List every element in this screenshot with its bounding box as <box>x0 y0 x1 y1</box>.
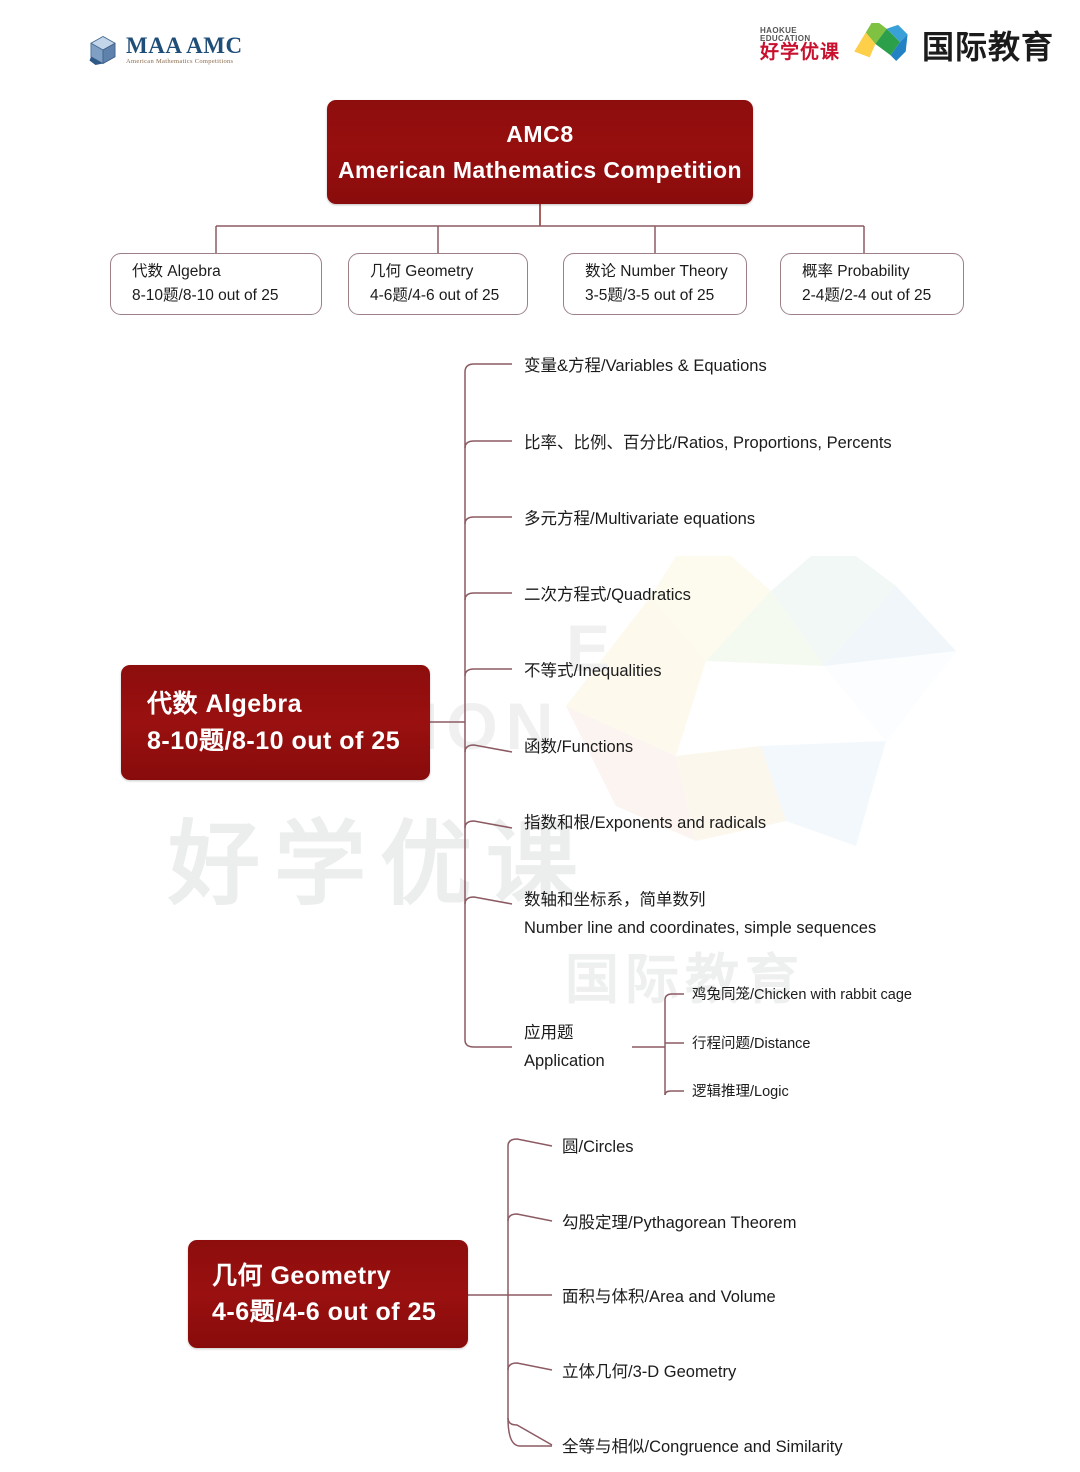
algebra-topic-application[interactable]: 应用题 Application <box>524 1019 605 1076</box>
maa-amc-subtitle: American Mathematics Competitions <box>126 58 234 65</box>
branch-node-count: 8-10题/8-10 out of 25 <box>147 726 401 755</box>
geometry-topic-area-and-volume[interactable]: 面积与体积/Area and Volume <box>562 1288 776 1306</box>
category-title: 代数 Algebra <box>132 262 221 280</box>
haokue-education-logo: HAOKUE EDUCATION 好学优课 国际教育 <box>760 22 1054 68</box>
maa-amc-wordmark: MAA AMC American Mathematics Competition… <box>126 34 243 66</box>
haokue-cn-suffix: 国际教育 <box>921 28 1054 66</box>
algebra-topic-ratios-proportions-percents[interactable]: 比率、比例、百分比/Ratios, Proportions, Percents <box>524 434 892 452</box>
algebra-topic-quadratics[interactable]: 二次方程式/Quadratics <box>524 586 691 604</box>
maa-polyhedron-icon <box>89 35 116 65</box>
category-count: 4-6题/4-6 out of 25 <box>370 287 500 304</box>
geometry-topic-circles[interactable]: 圆/Circles <box>562 1138 634 1156</box>
algebra-application-cn: 应用题 <box>524 1024 574 1042</box>
geometry-topic-pythagorean-theorem[interactable]: 勾股定理/Pythagorean Theorem <box>562 1214 797 1232</box>
algebra-topic-functions[interactable]: 函数/Functions <box>524 738 634 756</box>
branch-node-geometry[interactable]: 几何 Geometry 4-6题/4-6 out of 25 <box>188 1240 468 1348</box>
category-title: 数论 Number Theory <box>585 262 728 280</box>
haokue-wordmark: HAOKUE EDUCATION 好学优课 <box>759 25 840 64</box>
root-subtitle: American Mathematics Competition <box>338 156 742 183</box>
algebra-topic-number-line-en: Number line and coordinates, simple sequ… <box>524 919 877 938</box>
branch-node-count: 4-6题/4-6 out of 25 <box>212 1298 437 1326</box>
algebra-topic-multivariate-equations[interactable]: 多元方程/Multivariate equations <box>524 510 756 528</box>
category-box-number-theory[interactable]: 数论 Number Theory 3-5题/3-5 out of 25 <box>563 253 747 315</box>
algebra-application-en: Application <box>524 1052 605 1071</box>
application-subtopic-distance[interactable]: 行程问题/Distance <box>692 1036 811 1052</box>
branch-node-algebra[interactable]: 代数 Algebra 8-10题/8-10 out of 25 <box>121 665 430 780</box>
category-box-algebra[interactable]: 代数 Algebra 8-10题/8-10 out of 25 <box>110 253 322 315</box>
category-title: 几何 Geometry <box>370 262 474 280</box>
category-count: 8-10题/8-10 out of 25 <box>132 287 279 304</box>
geometry-topic-3d-geometry[interactable]: 立体几何/3-D Geometry <box>562 1363 737 1381</box>
root-node-amc8[interactable]: AMC8 American Mathematics Competition <box>327 100 753 204</box>
geometry-topic-congruence-similarity[interactable]: 全等与相似/Congruence and Similarity <box>562 1438 843 1456</box>
haokue-ribbon-icon <box>854 23 908 61</box>
haokue-en-line2: EDUCATION <box>759 34 811 44</box>
maa-amc-title: MAA AMC <box>126 33 243 58</box>
category-count: 2-4题/2-4 out of 25 <box>802 287 932 304</box>
category-count: 3-5题/3-5 out of 25 <box>585 287 715 304</box>
algebra-topic-exponents-radicals[interactable]: 指数和根/Exponents and radicals <box>524 814 767 832</box>
root-title: AMC8 <box>506 120 574 147</box>
branch-node-title: 代数 Algebra <box>147 690 303 719</box>
category-title: 概率 Probability <box>802 262 910 280</box>
branch-node-title: 几何 Geometry <box>212 1261 392 1290</box>
application-subtopic-chicken-rabbit-cage[interactable]: 鸡兔同笼/Chicken with rabbit cage <box>692 987 912 1003</box>
haokue-cn-brand: 好学优课 <box>759 41 840 64</box>
maa-amc-logo: MAA AMC American Mathematics Competition… <box>88 34 243 66</box>
application-subtopic-logic[interactable]: 逻辑推理/Logic <box>692 1084 789 1100</box>
category-box-probability[interactable]: 概率 Probability 2-4题/2-4 out of 25 <box>780 253 964 315</box>
algebra-topic-number-line-cn: 数轴和坐标系，简单数列 <box>524 891 706 909</box>
haokue-en-line1: HAOKUE <box>759 25 798 35</box>
algebra-topic-variables-equations[interactable]: 变量&方程/Variables & Equations <box>524 357 767 375</box>
algebra-topic-inequalities[interactable]: 不等式/Inequalities <box>524 662 662 680</box>
category-box-geometry[interactable]: 几何 Geometry 4-6题/4-6 out of 25 <box>348 253 528 315</box>
algebra-topic-number-line-sequences[interactable]: 数轴和坐标系，简单数列 Number line and coordinates,… <box>524 886 876 943</box>
